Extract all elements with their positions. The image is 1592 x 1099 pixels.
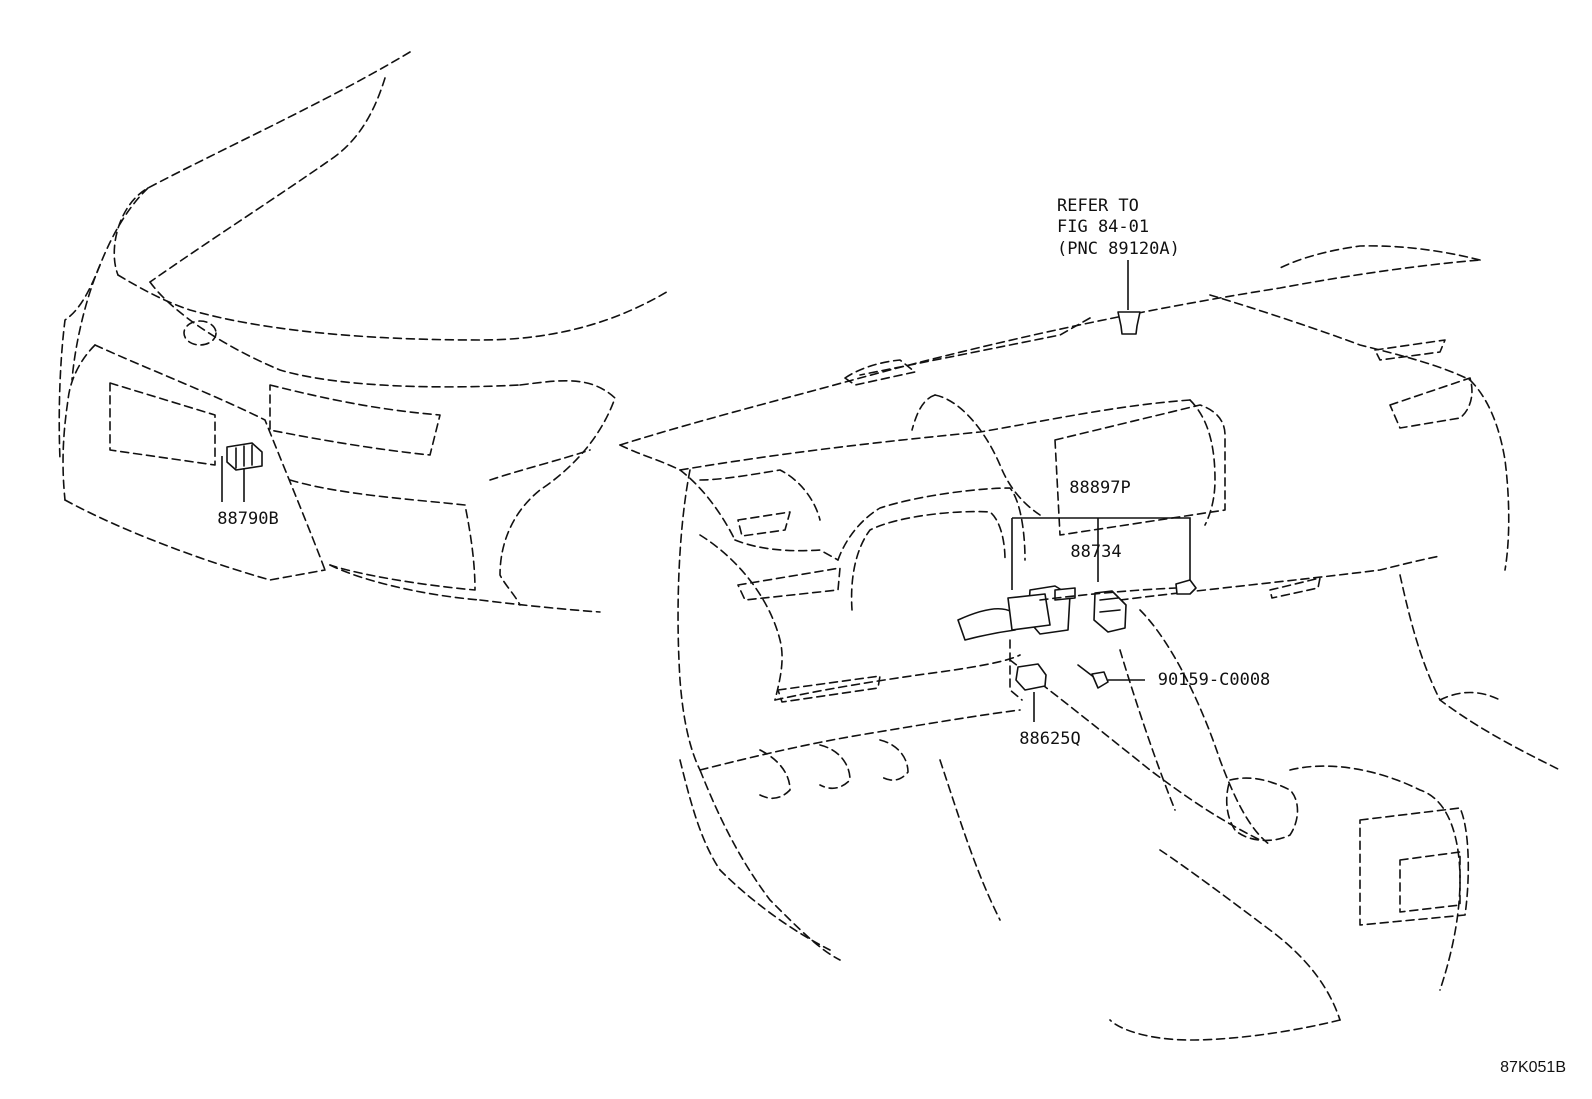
refer-note-line2: FIG 84-01 (1057, 217, 1149, 237)
part-label-90159-c0008: 90159-C0008 (1158, 670, 1271, 690)
bolt-90159-c0008: 90159-C0008 (1077, 664, 1271, 690)
part-label-88790b: 88790B (217, 509, 278, 529)
refer-note-line1: REFER TO (1057, 196, 1139, 216)
part-label-88625q: 88625Q (1019, 729, 1080, 749)
figure-id: 87K051B (1500, 1059, 1566, 1076)
instrument-panel-outline (619, 245, 1561, 1041)
part-label-88734: 88734 (1070, 542, 1121, 562)
horn-88790b: 88790B (217, 442, 279, 529)
switch-88625q: 88625Q (1015, 663, 1081, 749)
vehicle-front-outline (58, 51, 671, 613)
part-label-88897p: 88897P (1069, 478, 1130, 498)
refer-note-line3: (PNC 89120A) (1057, 239, 1180, 259)
refer-note: REFER TO FIG 84-01 (PNC 89120A) (1057, 196, 1180, 335)
combination-switch-assembly: 88897P 88734 (957, 478, 1197, 701)
